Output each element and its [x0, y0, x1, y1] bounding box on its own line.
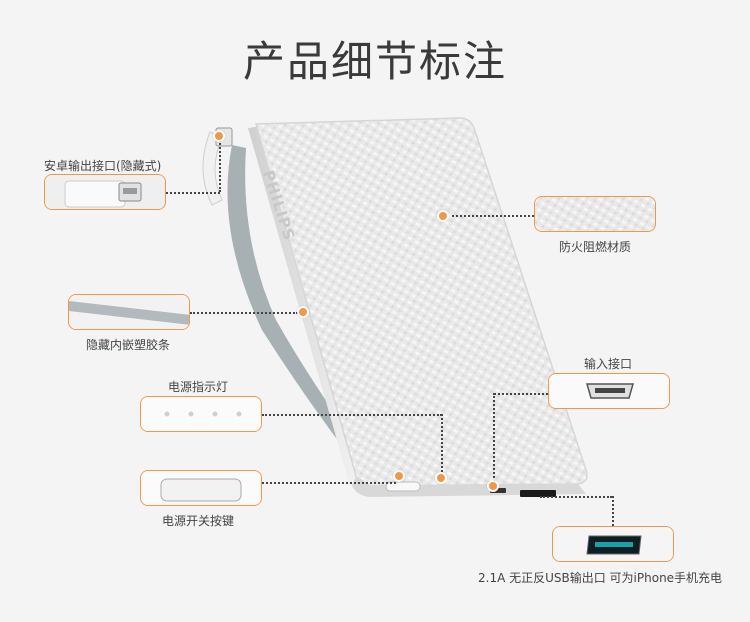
input-port-leader-v — [493, 393, 495, 485]
cable-plug — [202, 131, 223, 206]
power-button-icon — [141, 471, 261, 505]
power-button-label: 电源开关按键 — [162, 514, 235, 528]
input-port-marker — [487, 480, 499, 492]
power-button-callout-box — [140, 470, 262, 506]
micro-usb-connector-icon — [45, 175, 165, 209]
usb-output-port — [520, 490, 556, 497]
power-button-leader — [262, 482, 396, 484]
fire-retardant-marker — [437, 210, 449, 222]
android-port-label: 安卓输出接口(隐藏式) — [44, 159, 162, 173]
usb-output-leader — [540, 496, 612, 498]
hidden-strip-callout-box — [68, 294, 190, 330]
fire-retardant-callout-box — [534, 196, 656, 232]
fire-retardant-label: 防火阻燃材质 — [559, 240, 632, 254]
android-port-callout-box — [44, 174, 166, 210]
cable-strip-icon — [69, 295, 189, 329]
hidden-strip-label: 隐藏内嵌塑胶条 — [86, 338, 171, 352]
power-indicator-leader-v — [441, 414, 443, 476]
indicator-led-icon — [141, 397, 261, 431]
power-indicator-label: 电源指示灯 — [168, 380, 229, 394]
power-indicator-callout-box — [140, 396, 262, 432]
input-port-callout-box — [548, 373, 670, 409]
input-port-leader — [494, 393, 548, 395]
hidden-strip-marker — [297, 306, 309, 318]
power-indicator-marker — [435, 472, 447, 484]
android-port-marker — [213, 130, 225, 142]
power-indicator-leader — [262, 414, 442, 416]
cable-strip — [227, 145, 357, 450]
power-button-marker — [393, 470, 405, 482]
input-port-label: 输入接口 — [584, 357, 633, 371]
android-port-leader-v — [219, 140, 221, 192]
usb-output-leader-v — [612, 496, 614, 526]
usb-output-callout-box — [552, 526, 674, 562]
page-title: 产品细节标注 — [242, 37, 507, 86]
power-button-shape — [385, 481, 421, 492]
android-port-leader — [166, 192, 220, 194]
texture-sample-icon — [535, 197, 655, 231]
fire-retardant-leader — [447, 215, 534, 217]
hidden-strip-leader — [190, 312, 298, 314]
usb-output-label: 2.1A 无正反USB输出口 可为iPhone手机充电 — [478, 571, 723, 585]
micro-usb-icon — [549, 374, 669, 408]
usb-port-icon — [553, 527, 673, 561]
